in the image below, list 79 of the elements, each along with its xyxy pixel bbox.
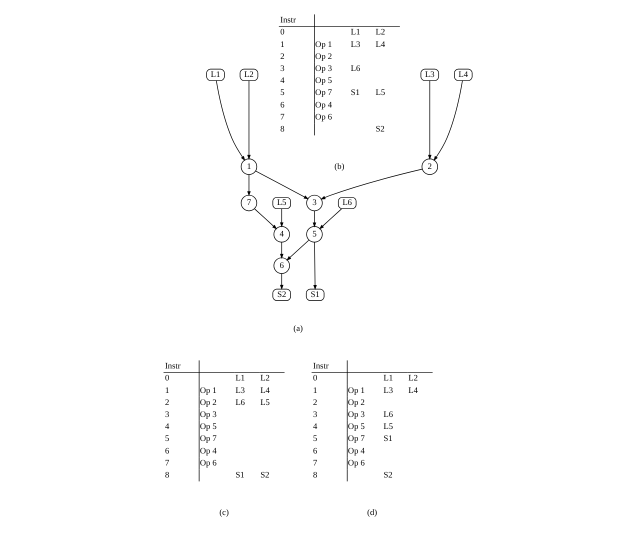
label: L6 xyxy=(383,409,393,420)
label: L3 xyxy=(383,384,393,395)
label: Op 2 xyxy=(347,396,364,407)
label: L2 xyxy=(375,26,385,37)
label: Op 2 xyxy=(199,396,216,407)
label: 7 xyxy=(312,457,317,468)
label: 5 xyxy=(164,433,169,444)
label: Op 3 xyxy=(314,63,332,74)
label: S2 xyxy=(383,470,392,480)
label: L4 xyxy=(260,384,270,395)
label: S1 xyxy=(350,87,360,98)
label: 4 xyxy=(280,75,284,86)
label: L5 xyxy=(260,396,270,407)
label: Op 4 xyxy=(314,99,332,110)
label: 3 xyxy=(280,63,284,74)
label: Op 1 xyxy=(347,384,364,395)
label: 2 xyxy=(280,50,284,61)
label: S2 xyxy=(260,470,269,480)
label: Op 1 xyxy=(314,38,332,49)
label: Op 7 xyxy=(314,87,332,98)
label: Op 6 xyxy=(199,457,216,468)
label: 5 xyxy=(312,433,317,444)
label: Instr xyxy=(312,360,328,371)
label: L5 xyxy=(383,421,393,432)
label: S1 xyxy=(234,470,244,480)
label: L3 xyxy=(234,384,244,395)
label: 4 xyxy=(164,421,169,432)
label: L2 xyxy=(260,372,270,383)
label: Op 6 xyxy=(314,111,332,122)
label: Op 5 xyxy=(347,421,364,432)
label: L1 xyxy=(234,372,244,383)
label: L5 xyxy=(375,87,385,98)
label: 0 xyxy=(164,372,169,383)
label: L2 xyxy=(408,372,418,383)
label: Instr xyxy=(164,360,180,371)
label: 8 xyxy=(312,470,317,480)
label: Op 2 xyxy=(314,50,332,61)
label: 8 xyxy=(280,124,284,134)
label: Op 5 xyxy=(314,75,332,86)
label: L3 xyxy=(350,38,360,49)
label: L6 xyxy=(350,63,360,74)
label: Op 4 xyxy=(199,445,216,456)
label: L4 xyxy=(408,384,418,395)
label: (d) xyxy=(366,506,377,517)
label: 6 xyxy=(164,445,169,456)
label: 7 xyxy=(280,111,284,122)
label: Op 7 xyxy=(199,433,216,444)
label: Op 3 xyxy=(347,409,364,420)
label: 3 xyxy=(164,409,169,420)
label: L6 xyxy=(234,396,244,407)
label: 6 xyxy=(312,445,317,456)
label: (c) xyxy=(218,506,228,517)
label: 8 xyxy=(164,470,169,480)
label: 1 xyxy=(164,384,169,395)
label: 2 xyxy=(164,396,169,407)
label: S2 xyxy=(375,124,384,134)
label: Op 3 xyxy=(199,409,216,420)
label: 3 xyxy=(312,409,317,420)
label: (a) xyxy=(292,323,302,334)
label: 2 xyxy=(312,396,317,407)
label: (b) xyxy=(334,160,344,171)
label: 5 xyxy=(280,87,284,98)
label: 6 xyxy=(280,99,284,110)
label: 7 xyxy=(164,457,169,468)
label: Op 4 xyxy=(347,445,364,456)
label: 0 xyxy=(312,372,317,383)
label: 1 xyxy=(280,38,284,49)
label: Op 1 xyxy=(199,384,216,395)
label: 4 xyxy=(312,421,317,432)
label: L4 xyxy=(375,38,385,49)
label: L1 xyxy=(350,26,360,37)
label: Op 7 xyxy=(347,433,364,444)
label: S1 xyxy=(383,433,392,444)
label: Instr xyxy=(280,14,296,25)
label: L1 xyxy=(383,372,393,383)
label: 0 xyxy=(280,26,284,37)
label: Op 6 xyxy=(347,457,364,468)
label: 1 xyxy=(312,384,317,395)
label: Op 5 xyxy=(199,421,216,432)
